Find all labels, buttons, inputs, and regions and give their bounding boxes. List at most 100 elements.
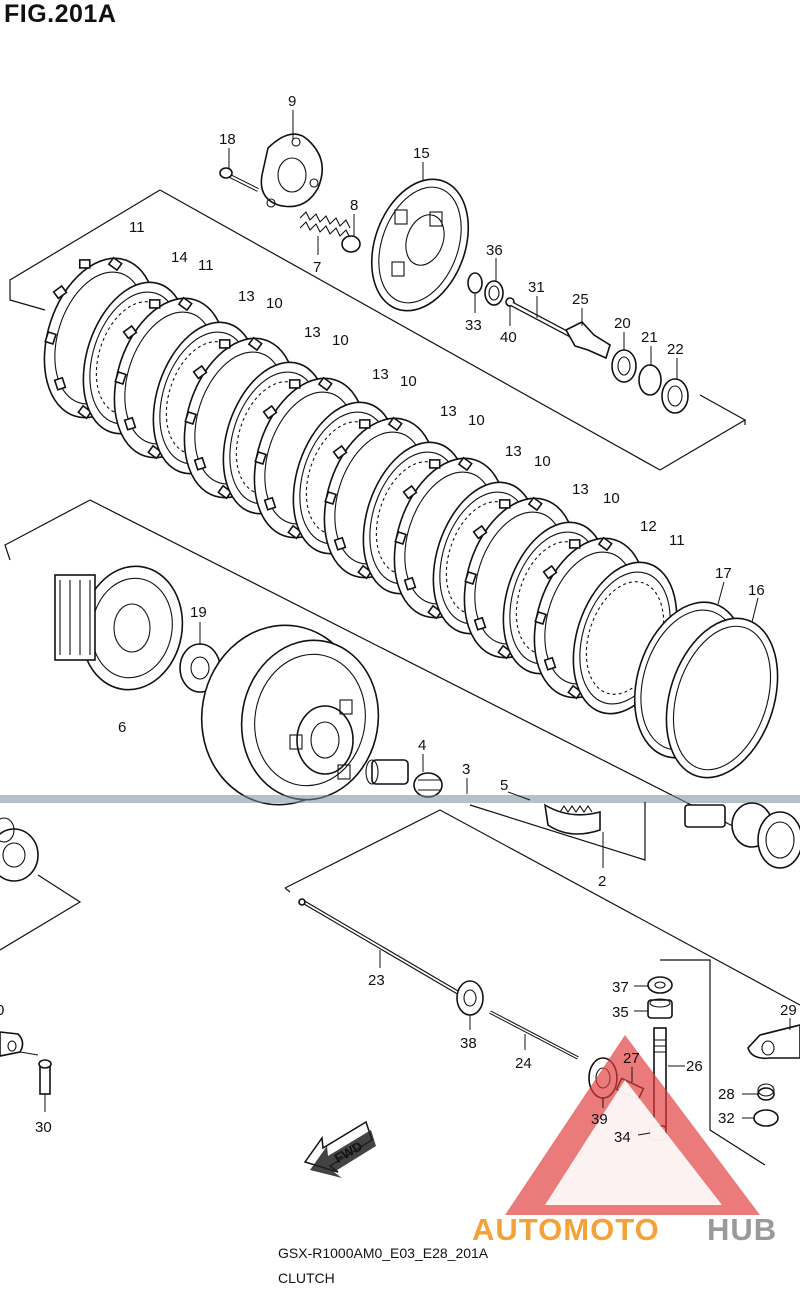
- callout-17-leader: [717, 581, 725, 605]
- callout-36: 36: [486, 242, 503, 259]
- callout-4: 4: [418, 737, 426, 754]
- callout-30: 30: [35, 1119, 52, 1136]
- washer-21: [638, 364, 662, 396]
- callout-17: 17: [715, 565, 732, 582]
- callout-0-partial: 0: [0, 1002, 4, 1019]
- push-rod-frame-left: [284, 887, 291, 893]
- callout-13-a: 13: [238, 288, 255, 305]
- arm-left: [0, 1031, 24, 1057]
- release-frame: [660, 959, 766, 1166]
- gear-2-frame: [469, 802, 646, 861]
- nut-20: [611, 349, 637, 383]
- clutch-plate-stack: [43, 256, 678, 715]
- spacer-4: [365, 759, 409, 785]
- plate-stack-frame: [9, 189, 161, 311]
- clutch-hub-frame: [4, 499, 91, 561]
- judder-spring-16: [665, 617, 779, 779]
- model-code: GSX-R1000AM0_E03_E28_201A: [278, 1245, 489, 1261]
- callout-23: 23: [368, 972, 385, 989]
- callout-22: 22: [667, 341, 684, 358]
- washer-left-lower: [0, 817, 39, 882]
- callout-15: 15: [413, 145, 430, 162]
- callout-13-b: 13: [304, 324, 321, 341]
- bearing-35: [647, 998, 673, 1019]
- callout-16-leader: [751, 597, 759, 623]
- bearing-right: [684, 802, 800, 869]
- figure-title: FIG.201A: [4, 0, 117, 28]
- callout-6: 6: [118, 719, 126, 736]
- callout-33: 33: [465, 317, 482, 334]
- callout-28: 28: [718, 1086, 735, 1103]
- callout-35: 35: [612, 1004, 629, 1021]
- callout-5: 5: [500, 777, 508, 794]
- callout-8: 8: [350, 197, 358, 214]
- washer-22: [661, 378, 689, 414]
- arm-left-leader: [19, 1051, 39, 1056]
- callout-25: 25: [572, 291, 589, 308]
- callout-34: 34: [614, 1129, 631, 1146]
- washer-33: [467, 272, 483, 294]
- callout-labels: 9 18 15 8 7 36 33 31 40 25 20 21 22 11 1…: [0, 93, 797, 1146]
- callout-34-leader: [637, 1132, 651, 1136]
- sleeve-hub-6: [54, 565, 184, 691]
- bolt-30: [38, 1059, 52, 1095]
- callout-14: 14: [171, 249, 188, 266]
- callout-11-c: 11: [669, 532, 685, 549]
- callout-13-c: 13: [372, 366, 389, 383]
- callout-5-leader: [507, 791, 531, 801]
- pressure-plate-15: [370, 178, 470, 312]
- callout-29: 29: [780, 1002, 797, 1019]
- oil-seal-37: [647, 976, 673, 994]
- gear-2: [543, 803, 601, 835]
- spring-28: [757, 1083, 775, 1101]
- callout-10-a: 10: [266, 295, 283, 312]
- callout-24: 24: [515, 1055, 532, 1072]
- callout-40: 40: [500, 329, 517, 346]
- callout-27: 27: [623, 1050, 640, 1067]
- needle-bearing-3: [413, 772, 443, 798]
- callout-7: 7: [313, 259, 321, 276]
- callout-11-a: 11: [129, 219, 145, 236]
- callout-18: 18: [219, 131, 236, 148]
- callout-9: 9: [288, 93, 296, 110]
- washer-32: [753, 1109, 779, 1127]
- group-name: CLUTCH: [278, 1270, 335, 1286]
- fwd-arrow-icon: [303, 1120, 376, 1178]
- callout-16: 16: [748, 582, 765, 599]
- callout-37: 37: [612, 979, 629, 996]
- callout-13-e: 13: [505, 443, 522, 460]
- scan-tear-line: [0, 795, 800, 803]
- callout-10-b: 10: [332, 332, 349, 349]
- callout-10-c: 10: [400, 373, 417, 390]
- spring-7: [299, 211, 351, 239]
- callout-20: 20: [614, 315, 631, 332]
- watermark-text-hub: HUB: [707, 1212, 777, 1247]
- clutch-hub-frame-top: [89, 499, 781, 851]
- lifter-plate-9: [260, 133, 324, 208]
- callout-19: 19: [190, 604, 207, 621]
- release-arm-29: [747, 1024, 800, 1060]
- callout-31: 31: [528, 279, 545, 296]
- bolt-18: [219, 167, 259, 192]
- automotohub-watermark: AUTOMOTO HUB: [472, 1035, 777, 1247]
- callout-13-d: 13: [440, 403, 457, 420]
- bearing-36: [484, 280, 504, 306]
- callout-2: 2: [598, 873, 606, 890]
- callout-12: 12: [640, 518, 657, 535]
- callout-3: 3: [462, 761, 470, 778]
- plate-stack-frame-top: [159, 189, 661, 471]
- callout-32: 32: [718, 1110, 735, 1127]
- push-piece-25: [564, 321, 611, 360]
- primary-driven-gear: [200, 624, 380, 806]
- callout-10-d: 10: [468, 412, 485, 429]
- callout-11-b: 11: [198, 257, 214, 274]
- push-rod-23: [298, 898, 464, 997]
- callout-38: 38: [460, 1035, 477, 1052]
- bearing-38: [456, 980, 484, 1016]
- rod-24: [489, 1010, 579, 1060]
- left-lower-frame: [0, 874, 82, 951]
- callout-21: 21: [641, 329, 658, 346]
- push-rod-frame: [284, 809, 800, 1006]
- callout-10-e: 10: [534, 453, 551, 470]
